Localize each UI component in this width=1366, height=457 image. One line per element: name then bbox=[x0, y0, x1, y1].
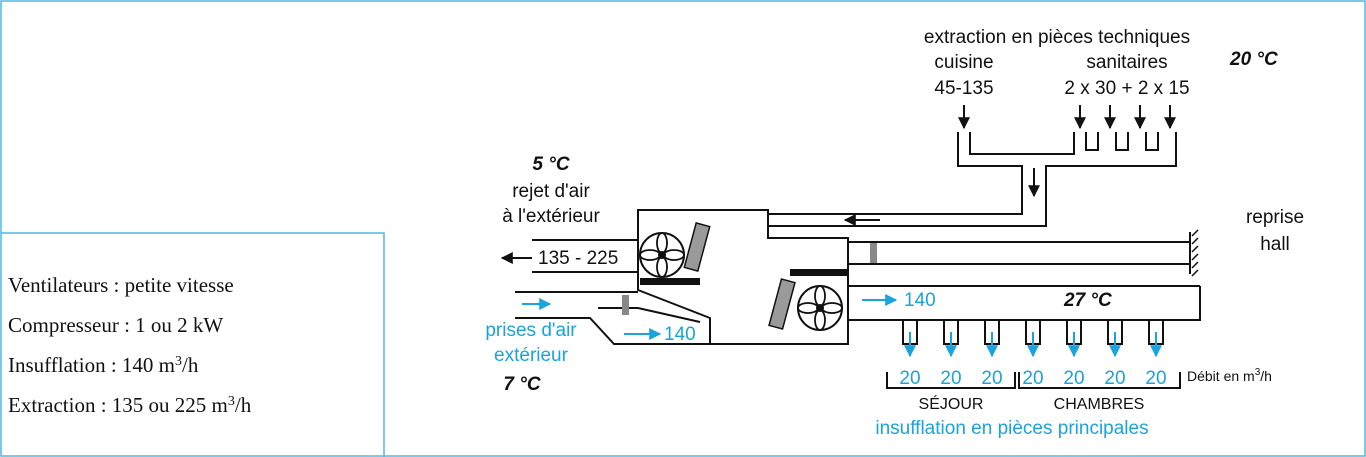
chambres-label: CHAMBRES bbox=[1054, 396, 1145, 413]
outlet-value: 20 bbox=[1063, 368, 1084, 389]
cuisine-flow: 45-135 bbox=[934, 78, 993, 99]
reprise-duct: reprise hall bbox=[848, 207, 1304, 277]
extraction-labels: extraction en pièces techniques cuisine … bbox=[924, 27, 1278, 99]
reprise-line2: hall bbox=[1260, 234, 1290, 255]
outlet-arrows bbox=[904, 332, 1162, 358]
plate-top bbox=[640, 278, 700, 285]
info-line-compressor: Compresseur : 1 ou 2 kW bbox=[8, 313, 223, 337]
outlet-value: 20 bbox=[1104, 368, 1125, 389]
damper bbox=[870, 243, 877, 263]
rejet-line1: rejet d'air bbox=[512, 181, 590, 202]
outlet-value: 20 bbox=[940, 368, 961, 389]
sanitaires-label: sanitaires bbox=[1086, 52, 1167, 73]
extraction-arrows bbox=[958, 105, 1176, 130]
temp-inside: 20 °C bbox=[1229, 49, 1278, 70]
sejour-label: SÉJOUR bbox=[919, 394, 984, 413]
insufflation-label: insufflation en pièces principales bbox=[875, 418, 1148, 439]
supply-flow: 140 bbox=[904, 290, 936, 311]
outlet-value: 20 bbox=[981, 368, 1002, 389]
prises-line2: extérieur bbox=[494, 345, 569, 366]
extraction-title: extraction en pièces techniques bbox=[924, 27, 1190, 48]
info-panel: Ventilateurs : petite vitesse Compresseu… bbox=[1, 232, 385, 457]
temp-exhaust: 5 °C bbox=[532, 154, 569, 175]
supply-duct: 140 27 °C bbox=[848, 285, 1201, 345]
reprise-line1: reprise bbox=[1246, 207, 1304, 228]
room-brackets bbox=[886, 372, 1181, 389]
temp-outside: 7 °C bbox=[503, 374, 540, 395]
extraction-duct bbox=[768, 132, 1177, 227]
info-line-fans: Ventilateurs : petite vitesse bbox=[8, 273, 234, 297]
intake-flow: 140 bbox=[664, 324, 696, 345]
rejet-line2: à l'extérieur bbox=[502, 206, 600, 227]
exhaust-flow: 135 - 225 bbox=[538, 248, 618, 269]
heat-recovery-unit bbox=[637, 209, 849, 345]
temp-supply: 27 °C bbox=[1063, 290, 1112, 311]
outlet-value: 20 bbox=[1022, 368, 1043, 389]
outlet-values: 20 20 20 20 20 20 20 bbox=[899, 368, 1166, 389]
info-line-insufflation: Insufflation : 140 m3/h bbox=[8, 353, 199, 377]
prises-line1: prises d'air bbox=[485, 320, 577, 341]
cuisine-label: cuisine bbox=[934, 52, 993, 73]
exhaust-outlet: 5 °C rejet d'air à l'extérieur 135 - 225 bbox=[500, 154, 638, 273]
outlet-value: 20 bbox=[899, 368, 920, 389]
debit-unit: Débit en m3/h bbox=[1187, 367, 1272, 384]
supply-fan-icon bbox=[768, 278, 843, 331]
intake-damper bbox=[622, 295, 629, 315]
sanitaires-flow: 2 x 30 + 2 x 15 bbox=[1064, 78, 1189, 99]
info-line-extraction: Extraction : 135 ou 225 m3/h bbox=[8, 393, 252, 417]
outlet-value: 20 bbox=[1145, 368, 1166, 389]
intake-duct: 140 prises d'air extérieur 7 °C bbox=[485, 291, 710, 395]
plate-bottom bbox=[790, 269, 848, 276]
exhaust-fan-icon bbox=[639, 222, 711, 278]
